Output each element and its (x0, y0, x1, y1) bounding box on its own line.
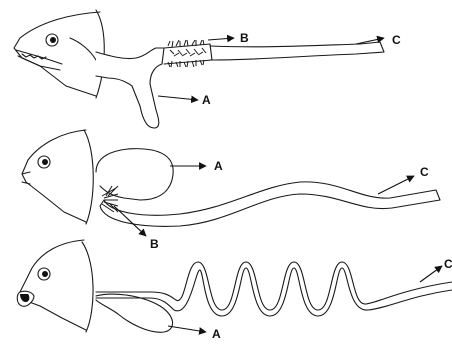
label-c-1: C (392, 33, 401, 47)
fish-head-2 (22, 130, 93, 224)
bristle-cluster-b-1 (164, 40, 212, 67)
arrow-a-3 (168, 326, 206, 332)
label-c-2: C (420, 165, 429, 179)
panel-2: A C B (22, 130, 440, 251)
arrow-c-2 (378, 176, 414, 194)
label-a-3: A (212, 327, 221, 341)
label-b-1: B (240, 31, 249, 45)
arrow-a-1 (158, 96, 198, 100)
fish-head-3 (17, 240, 93, 332)
fish-head-1 (14, 10, 104, 98)
organ-a-1 (96, 48, 164, 128)
label-a-1: A (202, 93, 211, 107)
label-a-2: A (214, 159, 223, 173)
label-b-2: B (150, 237, 159, 251)
intestine-c-1 (210, 42, 384, 60)
label-c-3: C (444, 257, 452, 271)
arrow-b-1 (208, 38, 234, 40)
panel-1: B C A (14, 10, 401, 128)
arrow-c-3 (420, 266, 442, 282)
panel-3: A C (17, 240, 452, 341)
